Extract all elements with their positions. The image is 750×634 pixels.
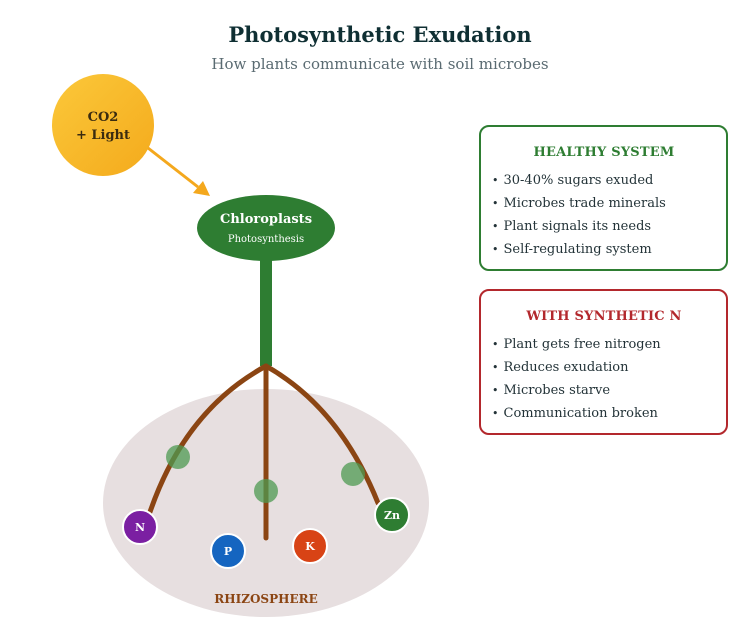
sun-label-co2: CO2 xyxy=(88,110,119,125)
microbe-node xyxy=(341,462,365,486)
microbe-nodes xyxy=(166,445,365,503)
light-arrow-line xyxy=(147,146,199,189)
synthetic-n-title: WITH SYNTHETIC N xyxy=(526,309,682,324)
light-arrow-head-icon xyxy=(193,181,210,196)
root-system xyxy=(147,363,381,541)
plant-stem xyxy=(260,258,272,366)
list-item: Self-regulating system xyxy=(492,238,716,261)
healthy-system-title: HEALTHY SYSTEM xyxy=(533,145,675,160)
root-right xyxy=(263,363,381,506)
nutrient-k-label: K xyxy=(305,540,315,553)
nutrient-p-circle xyxy=(210,533,246,569)
nutrient-zn-label: Zn xyxy=(384,509,400,522)
synthetic-n-list: Plant gets free nitrogen Reduces exudati… xyxy=(492,333,716,425)
healthy-system-list: 30-40% sugars exuded Microbes trade mine… xyxy=(492,169,716,261)
nutrient-zn-circle xyxy=(374,497,410,533)
sun-label-light: + Light xyxy=(76,128,130,143)
nutrient-k-circle xyxy=(292,528,328,564)
list-item: Microbes trade minerals xyxy=(492,192,716,215)
list-item: Plant signals its needs xyxy=(492,215,716,238)
page-title: Photosynthetic Exudation xyxy=(228,22,532,47)
page-subtitle: How plants communicate with soil microbe… xyxy=(211,55,549,73)
list-item: Microbes starve xyxy=(492,379,716,402)
nutrient-zn: Zn xyxy=(374,497,410,533)
nutrient-n-circle xyxy=(122,509,158,545)
root-left xyxy=(147,363,269,515)
nutrient-n-label: N xyxy=(135,521,145,534)
nutrient-n: N xyxy=(122,509,158,545)
chloroplast-label: Chloroplasts xyxy=(220,212,312,227)
list-item: Plant gets free nitrogen xyxy=(492,333,716,356)
list-item: 30-40% sugars exuded xyxy=(492,169,716,192)
rhizosphere-label: RHIZOSPHERE xyxy=(214,592,317,606)
nutrient-p: P xyxy=(210,533,246,569)
sun-icon xyxy=(52,74,154,176)
chloroplast-sublabel: Photosynthesis xyxy=(228,234,304,245)
nutrient-k: K xyxy=(292,528,328,564)
chloroplast-node xyxy=(197,195,335,261)
healthy-system-panel: HEALTHY SYSTEM 30-40% sugars exuded Micr… xyxy=(479,125,728,271)
synthetic-n-panel: WITH SYNTHETIC N Plant gets free nitroge… xyxy=(479,289,728,435)
list-item: Reduces exudation xyxy=(492,356,716,379)
microbe-node xyxy=(254,479,278,503)
list-item: Communication broken xyxy=(492,402,716,425)
nutrient-p-label: P xyxy=(224,545,232,558)
microbe-node xyxy=(166,445,190,469)
